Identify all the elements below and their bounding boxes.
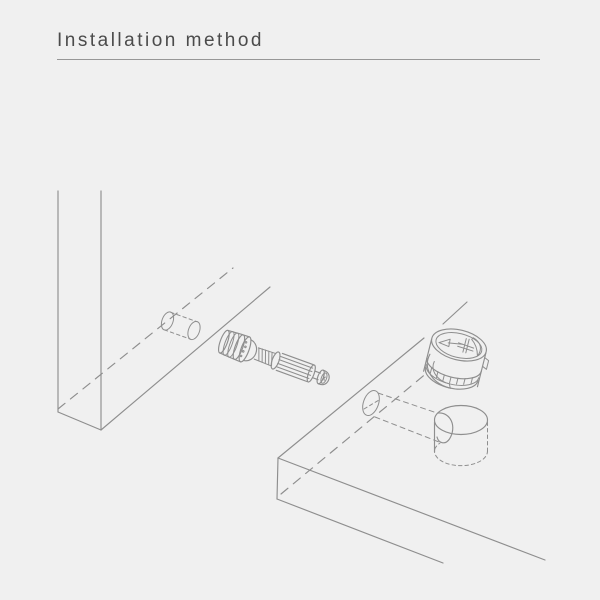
vertical-panel [57,190,271,431]
title-underline [57,59,540,60]
cam-lock [423,328,490,390]
horizontal-panel [276,301,546,564]
edge-hole [362,390,380,416]
page-title: Installation method [57,30,264,51]
cam-bolt [217,329,330,386]
arrow-icon [438,338,463,348]
dowel-hole [160,311,201,341]
drill-channel [374,392,440,443]
cam-seat-hole [433,404,489,467]
cross-slot-icon [457,338,475,354]
